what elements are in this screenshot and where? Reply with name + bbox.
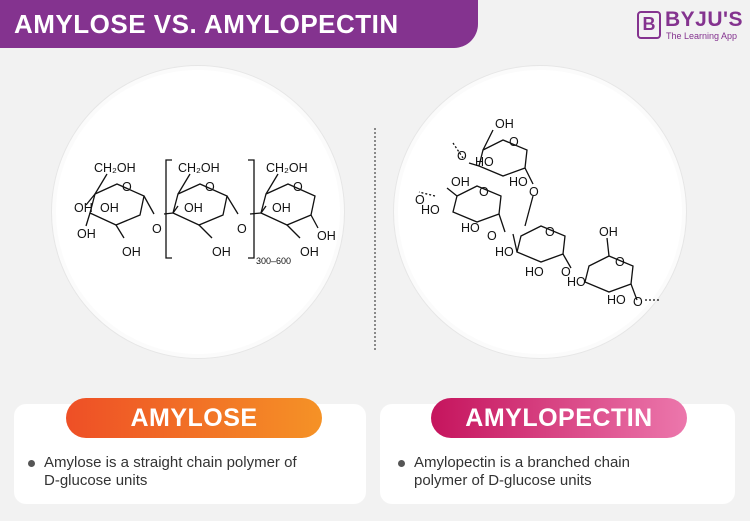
amylopectin-oh-label: OH (451, 175, 470, 189)
amylopectin-description: Amylopectin is a branched chain polymer … (414, 454, 724, 490)
amylose-description-line-1: Amylose is a straight chain polymer of (44, 454, 297, 471)
amylopectin-heading: AMYLOPECTIN (431, 398, 687, 438)
amylopectin-ho-label: HO (525, 265, 544, 279)
amylopectin-ring-oxygen-label: O (545, 225, 555, 239)
amylose-repeat-count: 300–600 (256, 256, 291, 266)
brand-logo[interactable]: B BYJU'S The Learning App (637, 8, 745, 43)
page-title: AMYLOSE VS. AMYLOPECTIN (14, 9, 399, 39)
amylopectin-ho-label: HO (567, 275, 586, 289)
amylopectin-glycosidic-oxygen-label: O (487, 229, 497, 243)
amylose-ring-oxygen-label: O (122, 180, 132, 194)
amylopectin-description-line-1: Amylopectin is a branched chain (414, 454, 630, 471)
amylose-oh-label: OH (122, 245, 141, 259)
brand-name: BYJU'S (665, 8, 744, 31)
amylopectin-structure-panel (394, 66, 686, 358)
amylose-ch2oh-label: CH₂OH (266, 161, 308, 175)
amylopectin-glycosidic-oxygen-label: O (633, 295, 643, 309)
amylopectin-oh-label: OH (599, 225, 618, 239)
amylopectin-ho-label: HO (475, 155, 494, 169)
amylose-glycosidic-oxygen-label: O (152, 222, 162, 236)
amylopectin-ring-oxygen-label: O (509, 135, 519, 149)
amylopectin-ring-oxygen-label: O (479, 185, 489, 199)
amylopectin-ring-oxygen-label: O (615, 255, 625, 269)
amylopectin-ho-label: HO (461, 221, 480, 235)
amylose-heading: AMYLOSE (66, 398, 322, 438)
amylose-oh-label: OH (74, 201, 93, 215)
bullet-icon (398, 460, 405, 467)
amylose-oh-label: OH (317, 229, 336, 243)
amylose-oh-label: OH (272, 201, 291, 215)
amylose-oh-label: OH (77, 227, 96, 241)
amylose-ch2oh-label: CH₂OH (178, 161, 220, 175)
amylopectin-glycosidic-oxygen-label: O (415, 193, 425, 207)
panel-divider (374, 128, 376, 350)
amylopectin-glycosidic-oxygen-label: O (529, 185, 539, 199)
brand-mark-icon: B (637, 11, 661, 39)
amylose-oh-label: OH (300, 245, 319, 259)
amylopectin-ho-label: HO (509, 175, 528, 189)
amylose-structure-panel (52, 66, 344, 358)
amylopectin-glycosidic-oxygen-label: O (457, 149, 467, 163)
title-banner: AMYLOSE VS. AMYLOPECTIN (0, 0, 478, 48)
amylose-oh-label: OH (100, 201, 119, 215)
amylopectin-description-line-2: polymer of D-glucose units (414, 472, 592, 489)
amylose-description: Amylose is a straight chain polymer of D… (44, 454, 354, 490)
amylose-ring-oxygen-label: O (205, 180, 215, 194)
amylose-structure-diagram: CH₂OH O OH OH OH OH O CH₂OH O OH OH O CH… (74, 159, 336, 266)
amylose-ring-oxygen-label: O (293, 180, 303, 194)
amylopectin-glycosidic-oxygen-label: O (561, 265, 571, 279)
bullet-icon (28, 460, 35, 467)
amylose-oh-label: OH (184, 201, 203, 215)
amylose-glycosidic-oxygen-label: O (237, 222, 247, 236)
amylopectin-ho-label: HO (421, 203, 440, 217)
amylopectin-structure-diagram: OH O O HO HO O OH O O HO HO O O HO HO O … (415, 117, 659, 309)
brand-tagline: The Learning App (666, 31, 738, 41)
amylopectin-oh-label: OH (495, 117, 514, 131)
amylose-oh-label: OH (212, 245, 231, 259)
amylose-ch2oh-label: CH₂OH (94, 161, 136, 175)
amylopectin-ho-label: HO (607, 293, 626, 307)
amylopectin-ho-label: HO (495, 245, 514, 259)
amylose-description-line-2: D-glucose units (44, 472, 148, 489)
